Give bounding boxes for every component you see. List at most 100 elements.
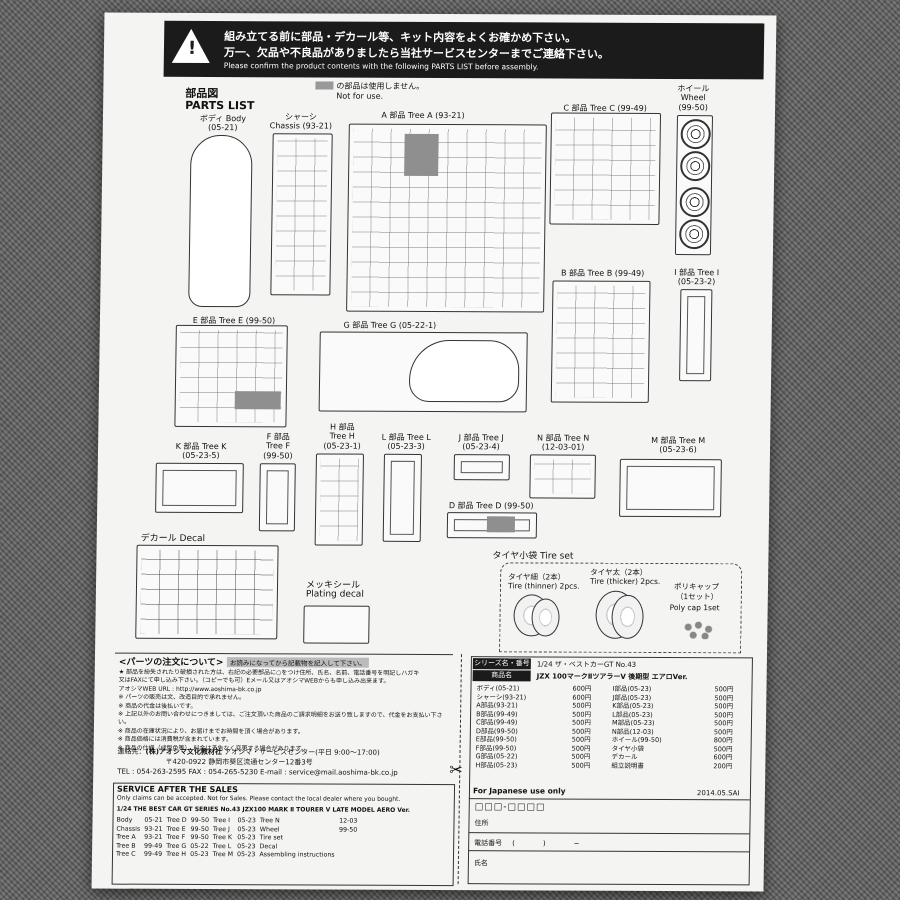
tree-k-code: (05-23-5) — [182, 450, 220, 461]
scissors-icon: ✂ — [449, 760, 463, 780]
phone-field[interactable]: ( ) − — [512, 839, 580, 848]
not-used-swatch — [315, 81, 334, 90]
tree-g-label: G 部品 Tree G (05-22-1) — [343, 320, 437, 331]
tree-h-code: (05-23-1) — [323, 441, 361, 451]
price-value: 500円 — [571, 744, 591, 753]
tree-l-sprue — [382, 453, 422, 542]
tree-c-sprue — [549, 112, 662, 225]
price-item: E部品(99-50) — [475, 735, 517, 744]
price-row: G部品(05-22) 500円 — [473, 752, 592, 761]
not-used-note-jp: の部品は使用しません。 — [336, 81, 425, 91]
cell: Tree L — [212, 842, 232, 850]
plating-label-en: Plating decal — [305, 589, 364, 600]
price-value: 500円 — [714, 710, 734, 719]
price-row: ホイール(99-50)800円 — [610, 736, 735, 745]
print-date: 2014.05.SAI — [696, 789, 740, 798]
poly-cap-label-en: Poly cap 1set — [669, 603, 720, 613]
price-row: K部品(05-23) 500円 — [610, 702, 735, 711]
cell: Tree M — [212, 851, 234, 859]
price-item: G部品(05-22) — [475, 752, 518, 761]
service-center: アオシマ・サービスセンター(平日 9:00〜17:00) — [224, 748, 380, 757]
order-title: <パーツの注文について> — [118, 657, 224, 669]
price-value: 500円 — [572, 710, 592, 719]
item-header-label: 商品名 — [472, 670, 531, 682]
cell: Wheel — [259, 825, 280, 833]
order-note: お読みになってから記載物を記入して下さい。 — [226, 657, 369, 668]
price-value: 600円 — [572, 693, 592, 702]
cell: Tree C — [115, 850, 136, 858]
cell: Tree B — [116, 842, 136, 850]
cell: 05-23 — [237, 817, 256, 825]
price-row: I部品(05-23)500円 — [610, 685, 735, 694]
price-row: ボディ(05-21)600円 — [474, 684, 593, 693]
price-value: 500円 — [571, 718, 591, 727]
price-row: A部品(93-21) 500円 — [474, 701, 593, 710]
price-row: M部品(05-23) 500円 — [610, 719, 735, 728]
tree-b-sprue — [550, 280, 651, 403]
price-value: 500円 — [571, 752, 591, 761]
cell: 99-49 — [143, 850, 163, 858]
price-value: 200円 — [713, 761, 733, 770]
cell: 05-22 — [190, 842, 209, 850]
parts-list-sheet: ! 組み立てる前に部品・デカール等、キット内容をよくお確かめ下さい。 万一、欠品… — [91, 12, 777, 892]
cell: Chassis — [116, 825, 141, 833]
price-value: 600円 — [713, 753, 733, 762]
cell: Tree F — [166, 833, 186, 841]
cell: Tree K — [212, 834, 233, 842]
service-title: SERVICE AFTER THE SALES — [116, 784, 238, 795]
tree-n-code: (12-03-01) — [541, 442, 585, 452]
tree-m-sprue — [619, 458, 722, 518]
banner-line-2: 万一、欠品や不良品がありましたら当社サービスセンターまでご連絡下さい。 — [223, 46, 609, 61]
tree-e-sprue — [174, 324, 288, 428]
banner-line-3: Please confirm the product contents with… — [223, 61, 539, 72]
body-part — [188, 134, 253, 308]
cell: Tree G — [166, 842, 187, 850]
price-row: C部品(99-49)500円 — [474, 718, 593, 727]
wheel-code: (99-50) — [678, 103, 708, 113]
cell: 99-50 — [338, 826, 358, 834]
price-item: M部品(05-23) — [611, 718, 655, 727]
item-name: JZX 100マークⅡツアラーV 後期型 エアロVer. — [536, 672, 688, 682]
price-value: 500円 — [714, 702, 734, 711]
cell: 12-03 — [339, 817, 358, 825]
tire-thin-label-en: Tire (thinner) 2pcs. — [507, 581, 580, 591]
price-value: 500円 — [571, 761, 591, 770]
cell: 99-50 — [190, 833, 209, 842]
tree-d-label: D 部品 Tree D (99-50) — [448, 501, 534, 511]
cell — [337, 843, 359, 852]
price-item: ボディ(05-21) — [476, 684, 520, 693]
service-sub: Only claims can be accepted. Not for Sal… — [116, 794, 401, 803]
tire-thick-label-en: Tire (thicker) 2pcs. — [590, 576, 661, 586]
cell: 93-21 — [144, 833, 163, 841]
tree-a-sprue — [346, 123, 547, 313]
cell: Tree N — [259, 817, 280, 825]
price-value: 500円 — [714, 693, 734, 702]
decal-label: デカール Decal — [140, 533, 206, 545]
price-row: E部品(99-50)500円 — [474, 735, 593, 744]
cell: 05-23 — [237, 834, 256, 842]
address-label: 住所 — [474, 819, 489, 828]
price-row: H部品(05-23)500円 — [473, 761, 592, 770]
fax: FAX : 054-265-5230 — [188, 767, 258, 777]
series-header-label: シリーズ名・番号 — [472, 658, 531, 670]
order-line: ※ 上記以外のお問い合わせにつきましては、ご注文頂いた商品のご請求明細をお送り致… — [117, 710, 443, 727]
tree-i-sprue — [679, 289, 713, 382]
service-series: 1/24 THE BEST CAR GT SERIES No.43 JZX100… — [116, 805, 411, 814]
japan-only: For Japanese use only — [472, 786, 566, 796]
warning-banner: ! 組み立てる前に部品・デカール等、キット内容をよくお確かめ下さい。 万一、欠品… — [163, 20, 765, 80]
tree-f-code: (99-50) — [263, 451, 293, 461]
price-item: K部品(05-23) — [612, 701, 654, 710]
price-item: I部品(05-23) — [612, 684, 652, 693]
contact-label: 連絡先： — [117, 747, 146, 756]
cell: Tree A — [116, 833, 136, 841]
price-value: 500円 — [713, 719, 733, 728]
cell: Assembling instructions — [259, 851, 335, 859]
price-value: 500円 — [572, 701, 592, 710]
cell: Tire set — [259, 834, 284, 842]
tree-f-label-2: Tree F — [266, 441, 291, 451]
address: 静岡市葵区流通センター12番3号 — [208, 758, 313, 767]
price-item: A部品(93-21) — [476, 701, 518, 710]
tree-g-interior-part — [408, 339, 520, 403]
